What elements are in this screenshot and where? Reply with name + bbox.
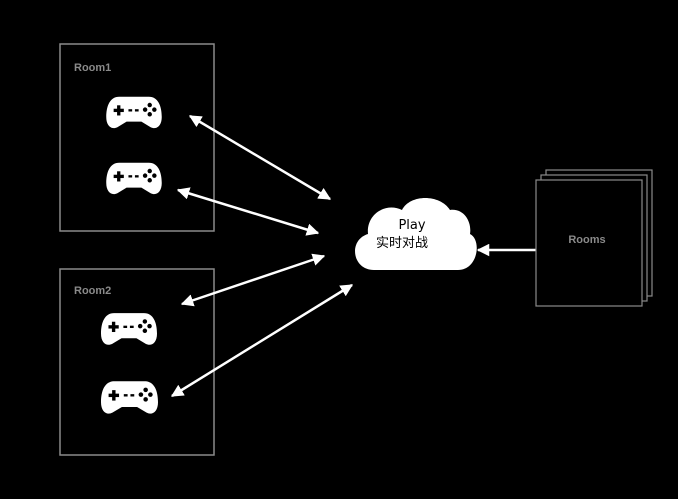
arrow-room1-pad1 (188, 114, 332, 201)
room1-box: Room1 (59, 43, 215, 232)
room2-label: Room2 (74, 285, 111, 297)
arrow-room2-pad1 (180, 253, 326, 307)
arrow-room1-pad2 (176, 187, 320, 236)
gamepad-icon (106, 96, 162, 129)
connection-arrows (170, 114, 550, 398)
gamepad-icon (106, 162, 162, 195)
arrow-room2-pad2 (170, 283, 354, 398)
room1-label: Room1 (74, 62, 111, 74)
cloud-icon: Play 实时对战 (355, 198, 477, 270)
rooms-stack: Rooms (535, 169, 653, 307)
rooms-label: Rooms (568, 234, 605, 246)
cloud-title: Play (398, 218, 425, 233)
gamepad-icon (101, 381, 158, 414)
cloud-subtitle: 实时对战 (376, 236, 428, 251)
room2-box: Room2 (59, 268, 215, 456)
gamepad-icon (101, 313, 157, 345)
